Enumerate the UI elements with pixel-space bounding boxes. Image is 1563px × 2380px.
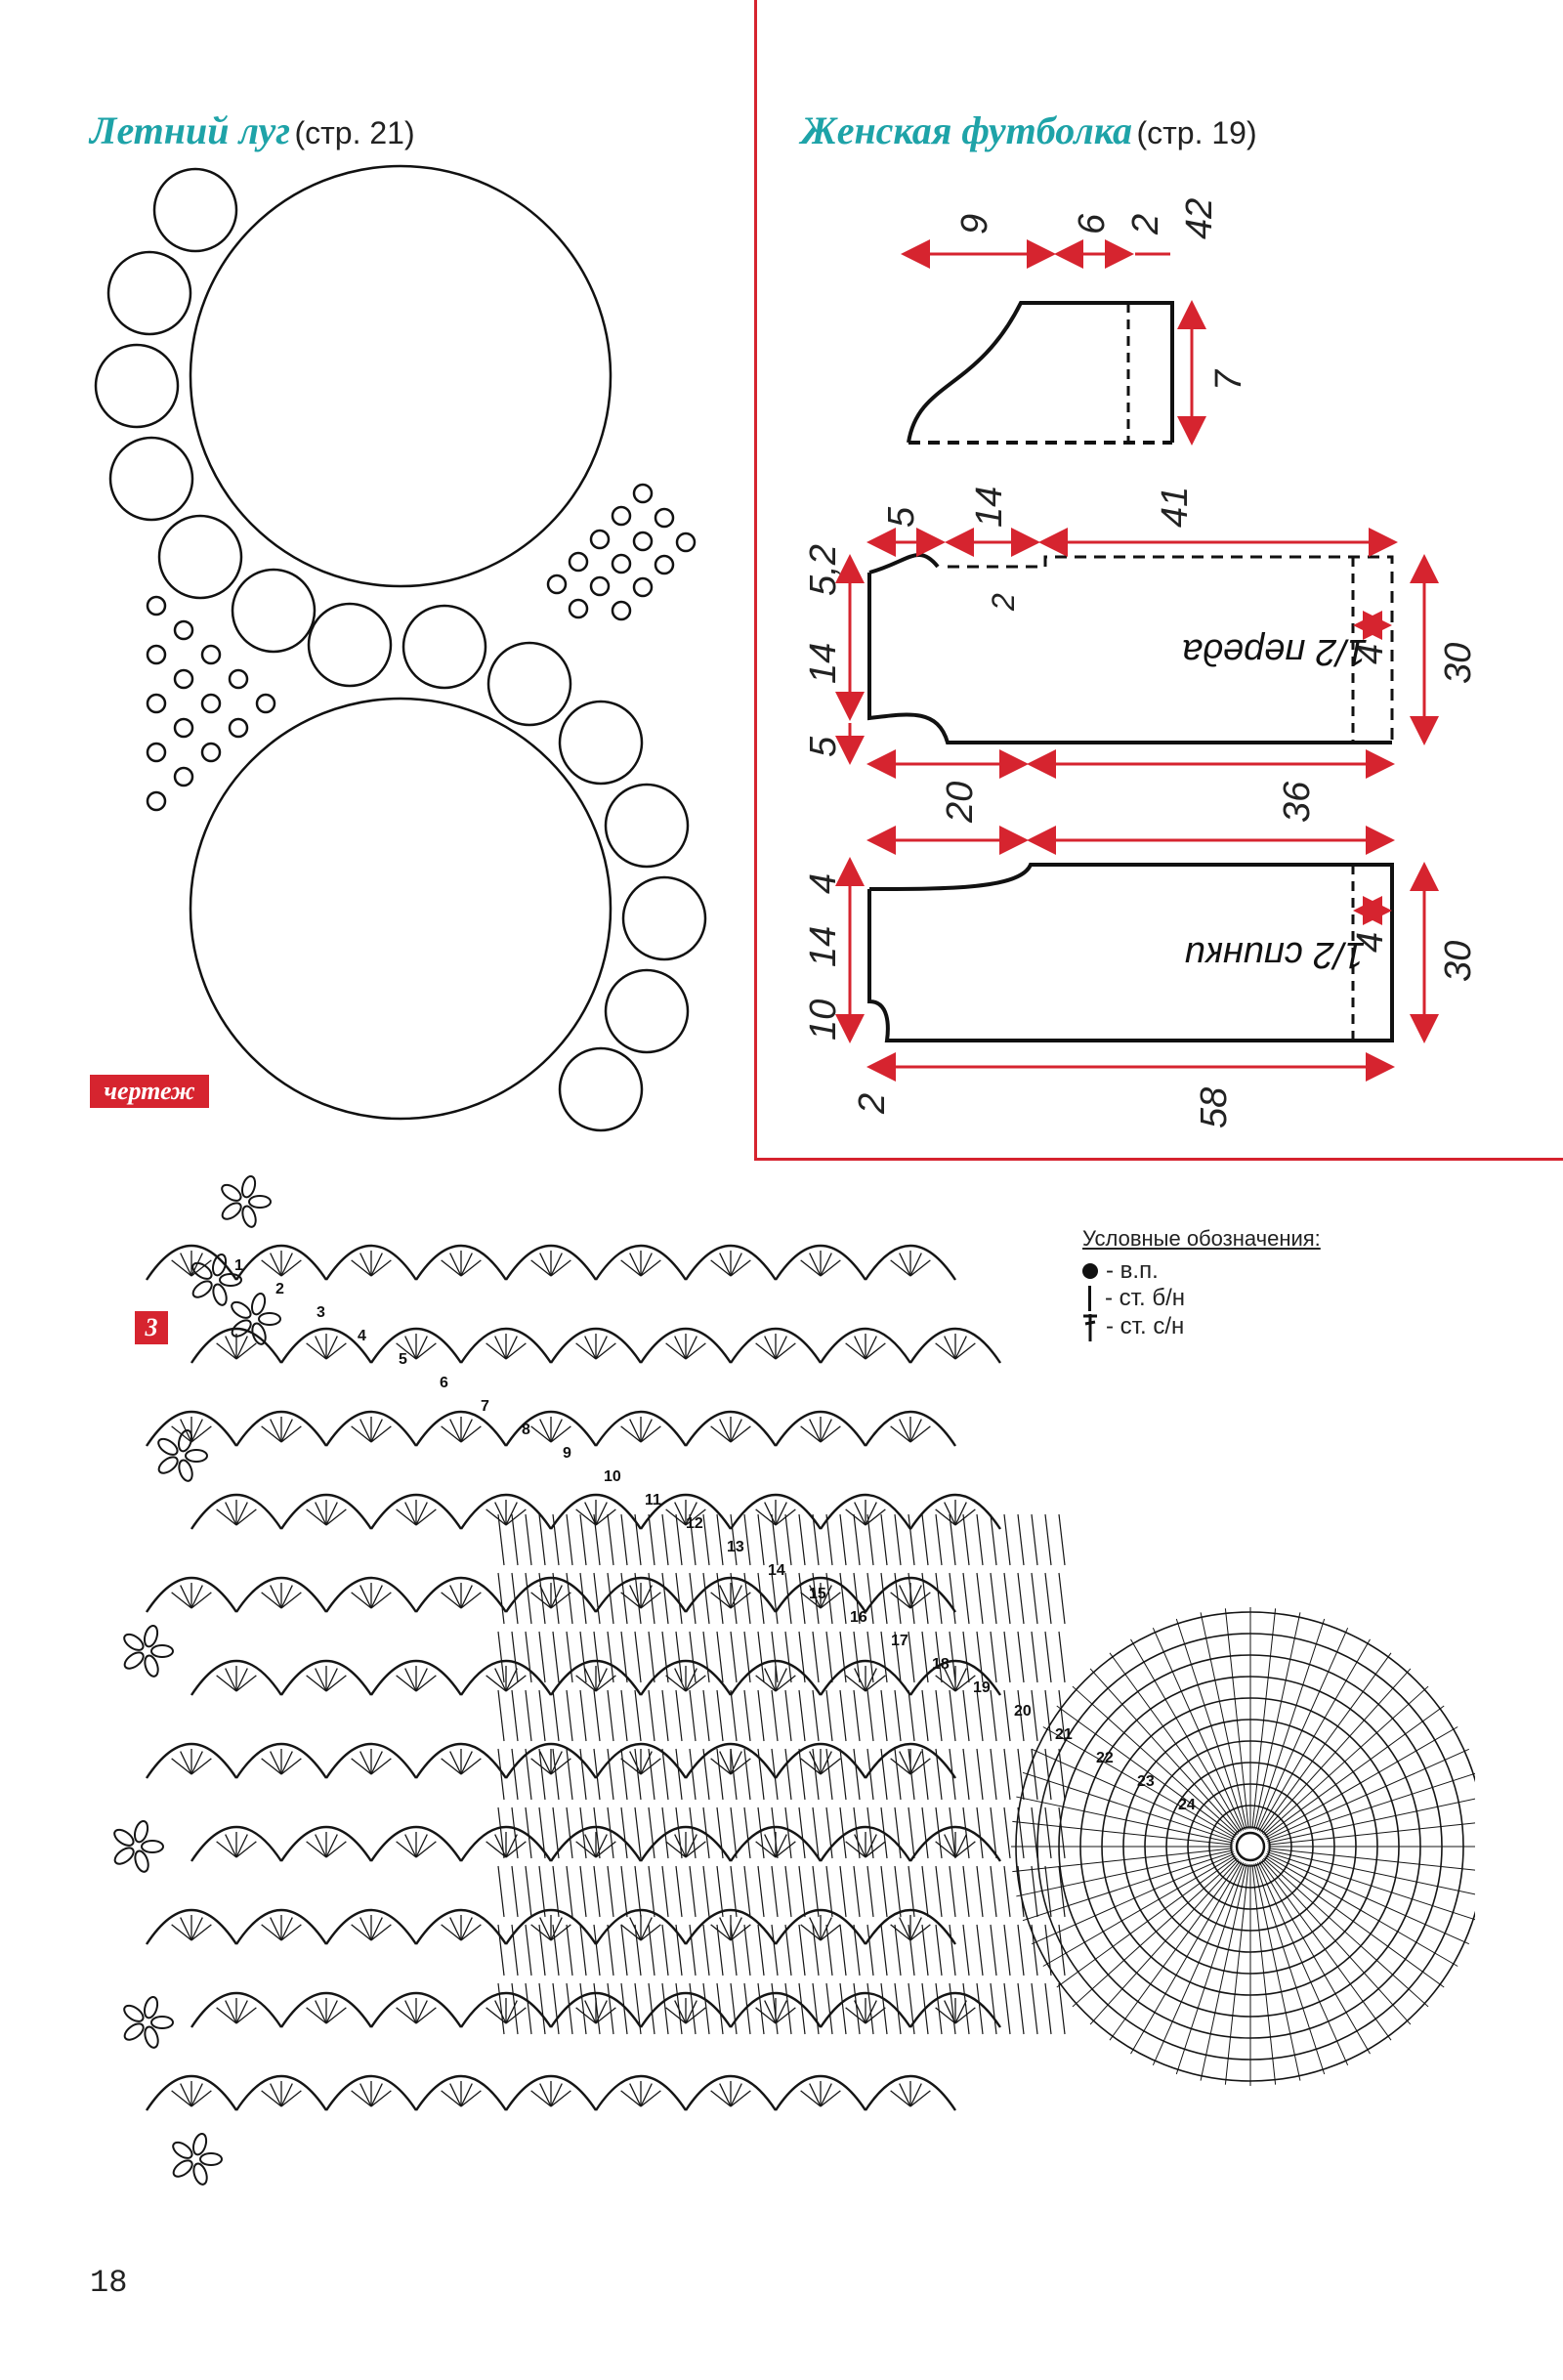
front-dim-14: 14 [969,487,1010,528]
front-piece-label: 1/2 переда [1182,631,1367,672]
legend-item-double: - ст. с/н [1082,1312,1321,1341]
back-dim-58: 58 [1194,1087,1235,1128]
front-dim-30: 30 [1438,643,1479,684]
back-dim-14: 14 [803,926,844,967]
tshirt-pattern: 9 6 2 42 7 5 14 41 5,2 2 14 5 20 36 4 30… [803,198,1479,1128]
left-section-title: Летний луг [90,108,290,152]
sleeve-dim-2: 2 [1125,214,1166,235]
back-piece [835,826,1439,1082]
row-number-label: 11 [645,1492,661,1509]
legend-item-chain: - в.п. [1082,1257,1321,1285]
front-dim-20: 20 [940,782,981,824]
row-number-label: 3 [317,1304,325,1321]
front-dim-5: 5 [881,506,922,528]
front-dim-14b: 14 [803,643,844,684]
front-dim-36: 36 [1277,781,1318,823]
row-number-label: 23 [1137,1773,1155,1790]
right-section-page-ref: (стр. 19) [1136,115,1257,150]
row-number-label: 21 [1055,1726,1073,1743]
row-number-label: 24 [1178,1797,1196,1813]
legend-item-single: - ст. б/н [1082,1285,1321,1312]
drawing-badge: чертеж [90,1075,209,1108]
front-piece [835,528,1439,779]
page-number: 18 [90,2265,128,2301]
front-dim-5b: 5 [803,736,844,757]
row-number-label: 14 [768,1562,785,1579]
back-dim-4b: 4 [1350,932,1391,953]
back-piece-label: 1/2 спинки [1185,934,1365,975]
diagram-badge: 3 [135,1311,168,1344]
circles-drawing [94,164,707,1132]
left-section-page-ref: (стр. 21) [294,115,415,150]
front-dim-5-2: 5,2 [803,544,844,596]
row-number-label: 6 [440,1375,448,1391]
front-dim-2: 2 [986,593,1021,612]
diagram-legend: Условные обозначения: - в.п. - ст. б/н -… [1082,1226,1321,1341]
sleeve-dim-6: 6 [1072,213,1113,234]
sleeve-piece [901,239,1206,446]
back-dim-10: 10 [803,999,844,1041]
row-number-label: 4 [358,1328,366,1344]
row-number-label: 15 [809,1586,826,1602]
left-section-header: Летний луг (стр. 21) [90,107,415,153]
row-number-label: 13 [727,1539,744,1555]
row-number-label: 9 [563,1445,571,1462]
section-divider-vertical [754,0,757,1161]
row-number-label: 22 [1096,1750,1114,1766]
single-crochet-icon [1088,1286,1091,1311]
row-number-label: 2 [275,1281,284,1297]
row-number-label: 5 [399,1351,407,1368]
double-crochet-icon [1083,1314,1097,1341]
sleeve-dim-9: 9 [954,214,995,234]
row-number-label: 1 [234,1257,243,1274]
front-dim-4: 4 [1350,644,1391,664]
sleeve-dim-42: 42 [1179,198,1220,239]
row-number-label: 20 [1014,1703,1032,1720]
row-number-label: 8 [522,1422,530,1438]
section-divider-horizontal [754,1158,1563,1161]
row-number-label: 19 [973,1679,991,1696]
row-number-label: 7 [481,1398,489,1415]
back-dim-2: 2 [852,1093,893,1115]
back-dim-4: 4 [803,873,844,894]
sleeve-dim-7: 7 [1208,368,1249,391]
row-number-label: 16 [850,1609,867,1626]
back-dim-30: 30 [1438,941,1479,982]
right-section-title: Женская футболка [801,108,1133,152]
row-number-label: 18 [932,1656,950,1673]
front-dim-41: 41 [1155,487,1196,528]
chain-stitch-icon [1082,1263,1098,1279]
row-number-label: 10 [604,1468,621,1485]
right-section-header: Женская футболка (стр. 19) [801,107,1257,153]
row-number-label: 17 [891,1633,908,1649]
row-number-label: 12 [686,1515,703,1532]
legend-title: Условные обозначения: [1082,1226,1321,1251]
